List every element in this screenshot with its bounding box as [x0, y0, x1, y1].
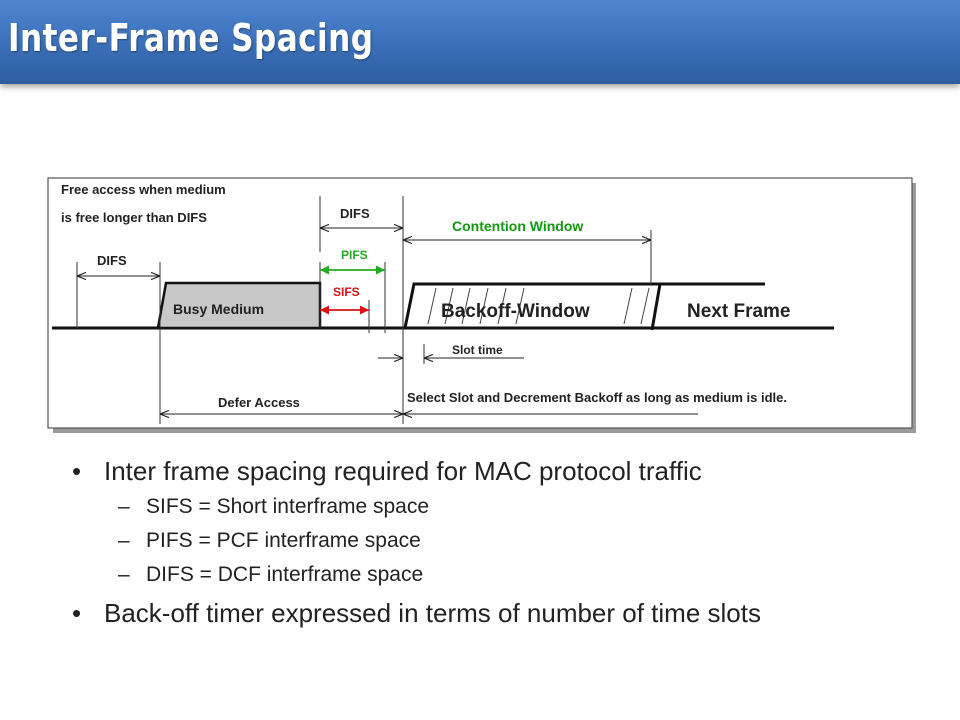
backoff-window-label: Backoff-Window — [441, 301, 590, 322]
sub-bullet-item: – DIFS = DCF interframe space — [72, 558, 942, 592]
backoff-outline — [403, 282, 765, 329]
bullet-item: • Inter frame spacing required for MAC p… — [72, 452, 942, 490]
sub-bullet-item: – PIFS = PCF interframe space — [72, 524, 942, 558]
busy-medium-label: Busy Medium — [173, 301, 264, 317]
bullet-dot: • — [72, 456, 82, 486]
sifs-label: SIFS — [333, 285, 360, 299]
bullet-item: • Back-off timer expressed in terms of n… — [72, 594, 942, 632]
difs-top-label: DIFS — [340, 206, 370, 221]
sub-bullet-text: DIFS = DCF interframe space — [146, 563, 424, 586]
backoff-slot-marks — [427, 287, 650, 325]
sub-bullet-dash: – — [118, 563, 130, 586]
defer-access-label: Defer Access — [218, 395, 300, 410]
next-frame-label: Next Frame — [687, 301, 791, 322]
page-title: Inter-Frame Spacing — [8, 16, 374, 60]
next-frame-divider — [650, 283, 662, 331]
sub-bullet-dash: – — [118, 495, 130, 518]
sub-bullet-item: – SIFS = Short interframe space — [72, 490, 942, 524]
bullet-dot: • — [72, 598, 82, 628]
free-access-label-line1: Free access when medium — [61, 182, 226, 197]
sub-bullet-text: SIFS = Short interframe space — [146, 495, 430, 518]
difs-left-label: DIFS — [97, 253, 127, 268]
free-access-label-line2: is free longer than DIFS — [61, 210, 207, 225]
sub-bullet-text: PIFS = PCF interframe space — [146, 529, 421, 552]
title-bar: Inter-Frame Spacing — [0, 0, 960, 84]
bullet-text: Inter frame spacing required for MAC pro… — [104, 456, 702, 486]
select-slot-label: Select Slot and Decrement Backoff as lon… — [407, 390, 787, 405]
bullet-list: • Inter frame spacing required for MAC p… — [72, 452, 942, 632]
slot-time-label: Slot time — [452, 343, 503, 357]
contention-window-label: Contention Window — [452, 218, 583, 234]
pifs-label: PIFS — [341, 248, 368, 262]
bullet-text: Back-off timer expressed in terms of num… — [104, 598, 761, 628]
sub-bullet-dash: – — [118, 529, 130, 552]
